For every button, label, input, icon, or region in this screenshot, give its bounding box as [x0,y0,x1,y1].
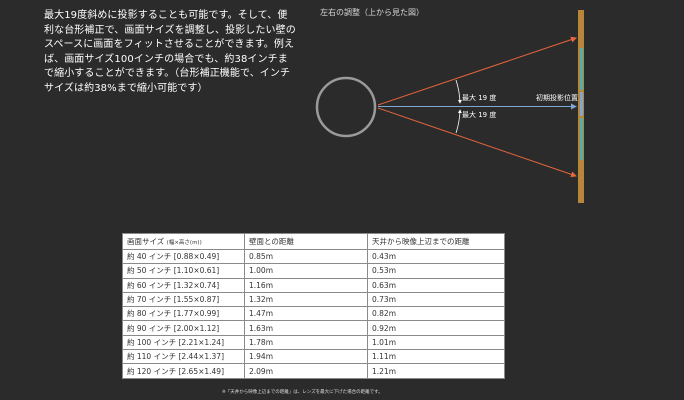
table-header-row: 画面サイズ (幅×高さ(m)) 壁面との距離 天井から映像上辺までの距離 [122,233,505,250]
cell-screen-size: 約 70 インチ [1.55×0.87] [122,291,245,308]
screen-area-upper [580,48,583,90]
angle-arc-upper [455,79,462,104]
screen-area-lower [580,118,583,160]
diagram-title: 左右の調整（上から見た図） [320,8,424,17]
cell-screen-size: 約 40 インチ [0.88×0.49] [122,248,245,265]
intro-description: 最大19度斜めに投影することも可能です。そして、便利な台形補正で、画面サイズを調… [44,10,296,94]
cell-ceiling-distance: 1.01m [367,334,505,351]
cell-wall-distance: 1.63m [244,320,368,336]
cell-ceiling-distance: 0.82m [367,306,505,322]
cell-ceiling-distance: 0.73m [367,291,505,308]
cell-ceiling-distance: 1.21m [367,363,505,379]
cell-screen-size: 約 90 インチ [2.00×1.12] [122,320,245,336]
cell-wall-distance: 1.94m [244,349,368,365]
projection-distance-table: 画面サイズ (幅×高さ(m)) 壁面との距離 天井から映像上辺までの距離 約 4… [122,233,505,379]
angle-arc-lower [455,109,462,134]
cell-screen-size: 約 120 インチ [2.65×1.49] [122,363,245,379]
cell-ceiling-distance: 0.43m [367,248,505,265]
cell-ceiling-distance: 1.11m [367,349,505,365]
cell-screen-size: 約 110 インチ [2.44×1.37] [122,349,245,365]
cell-wall-distance: 2.09m [244,363,368,379]
cell-wall-distance: 1.32m [244,291,368,308]
cell-wall-distance: 1.00m [244,263,368,279]
cell-wall-distance: 0.85m [244,248,368,265]
cell-screen-size: 約 60 インチ [1.32×0.74] [122,277,245,293]
cell-ceiling-distance: 0.63m [367,277,505,293]
header-ceiling-distance: 天井から映像上辺までの距離 [367,233,505,250]
cell-wall-distance: 1.16m [244,277,368,293]
ray-upper [377,36,577,106]
cell-screen-size: 約 100 インチ [2.21×1.24] [122,334,245,351]
projector-icon [315,76,377,138]
angle-label-upper: 最大 19 度 [462,93,496,102]
header-screen-size: 画面サイズ (幅×高さ(m)) [122,233,245,250]
cell-screen-size: 約 50 インチ [1.10×0.61] [122,263,245,279]
table-footnote: ※「天井から映像上辺までの距離」は、レンズを最大に下げた場合の距離です。 [222,390,383,395]
cell-screen-size: 約 80 インチ [1.77×0.99] [122,306,245,322]
header-wall-distance: 壁面との距離 [244,233,368,250]
projection-angle-diagram: 最大 19 度 最大 19 度 初期投影位置 [315,10,584,203]
ray-lower [377,107,577,178]
initial-position-label: 初期投影位置 [536,93,578,102]
screen-area-center [580,92,583,116]
cell-ceiling-distance: 0.53m [367,263,505,279]
cell-wall-distance: 1.78m [244,334,368,351]
angle-label-lower: 最大 19 度 [462,110,496,119]
cell-wall-distance: 1.47m [244,306,368,322]
cell-ceiling-distance: 0.92m [367,320,505,336]
